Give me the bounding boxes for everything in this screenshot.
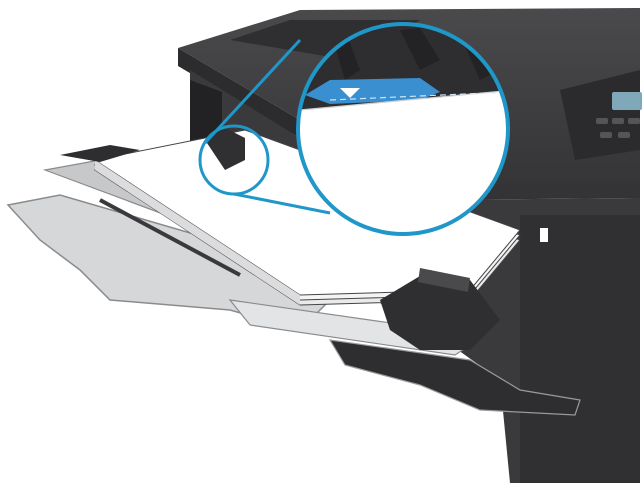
control-panel	[560, 70, 642, 160]
paper-guide-front	[380, 268, 500, 350]
paper-height-limit-icon	[340, 88, 360, 98]
paper-guide-rear	[60, 128, 245, 170]
lcd-display	[612, 92, 642, 110]
tray-door	[328, 339, 581, 416]
callout-ring	[296, 22, 510, 236]
magnified-detail	[298, 24, 508, 234]
guide-tab	[305, 78, 440, 104]
magnifier-callout-icon	[198, 38, 331, 215]
